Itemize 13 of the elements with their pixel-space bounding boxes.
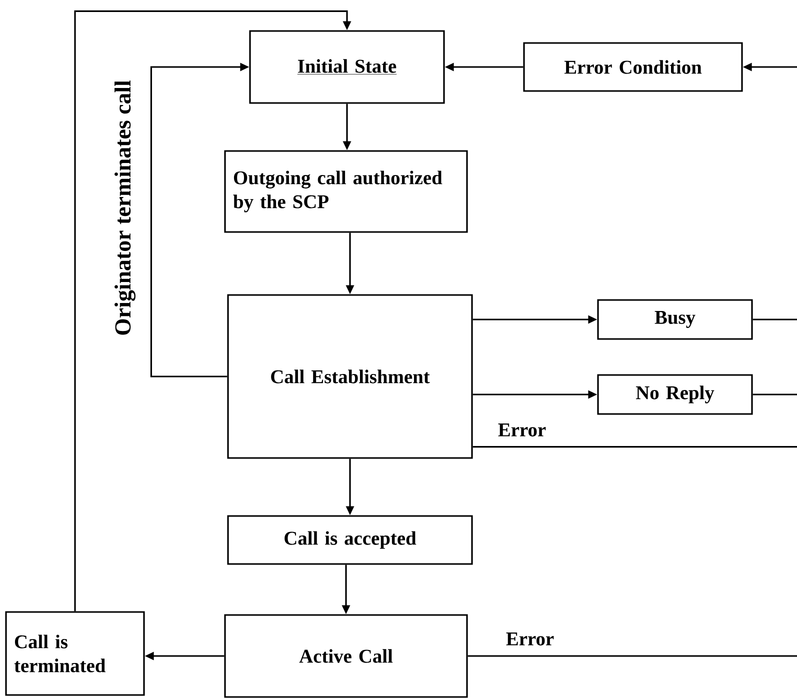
edge-label: Originator terminates call (114, 79, 136, 337)
process-box: Call Establishment (227, 294, 473, 459)
process-box: Error Condition (523, 42, 743, 92)
process-box: No Reply (597, 374, 753, 415)
process-box: Call is accepted (227, 515, 473, 565)
process-box: Outgoing call authorized by the SCP (224, 150, 468, 233)
process-box: Active Call (224, 614, 468, 698)
edge-label: Error (496, 422, 548, 438)
arrow (74, 10, 352, 612)
process-box: Call is terminated (5, 611, 145, 696)
edge-label: Error (504, 632, 556, 646)
process-box: Busy (597, 299, 753, 340)
process-box: Initial State (249, 30, 445, 104)
